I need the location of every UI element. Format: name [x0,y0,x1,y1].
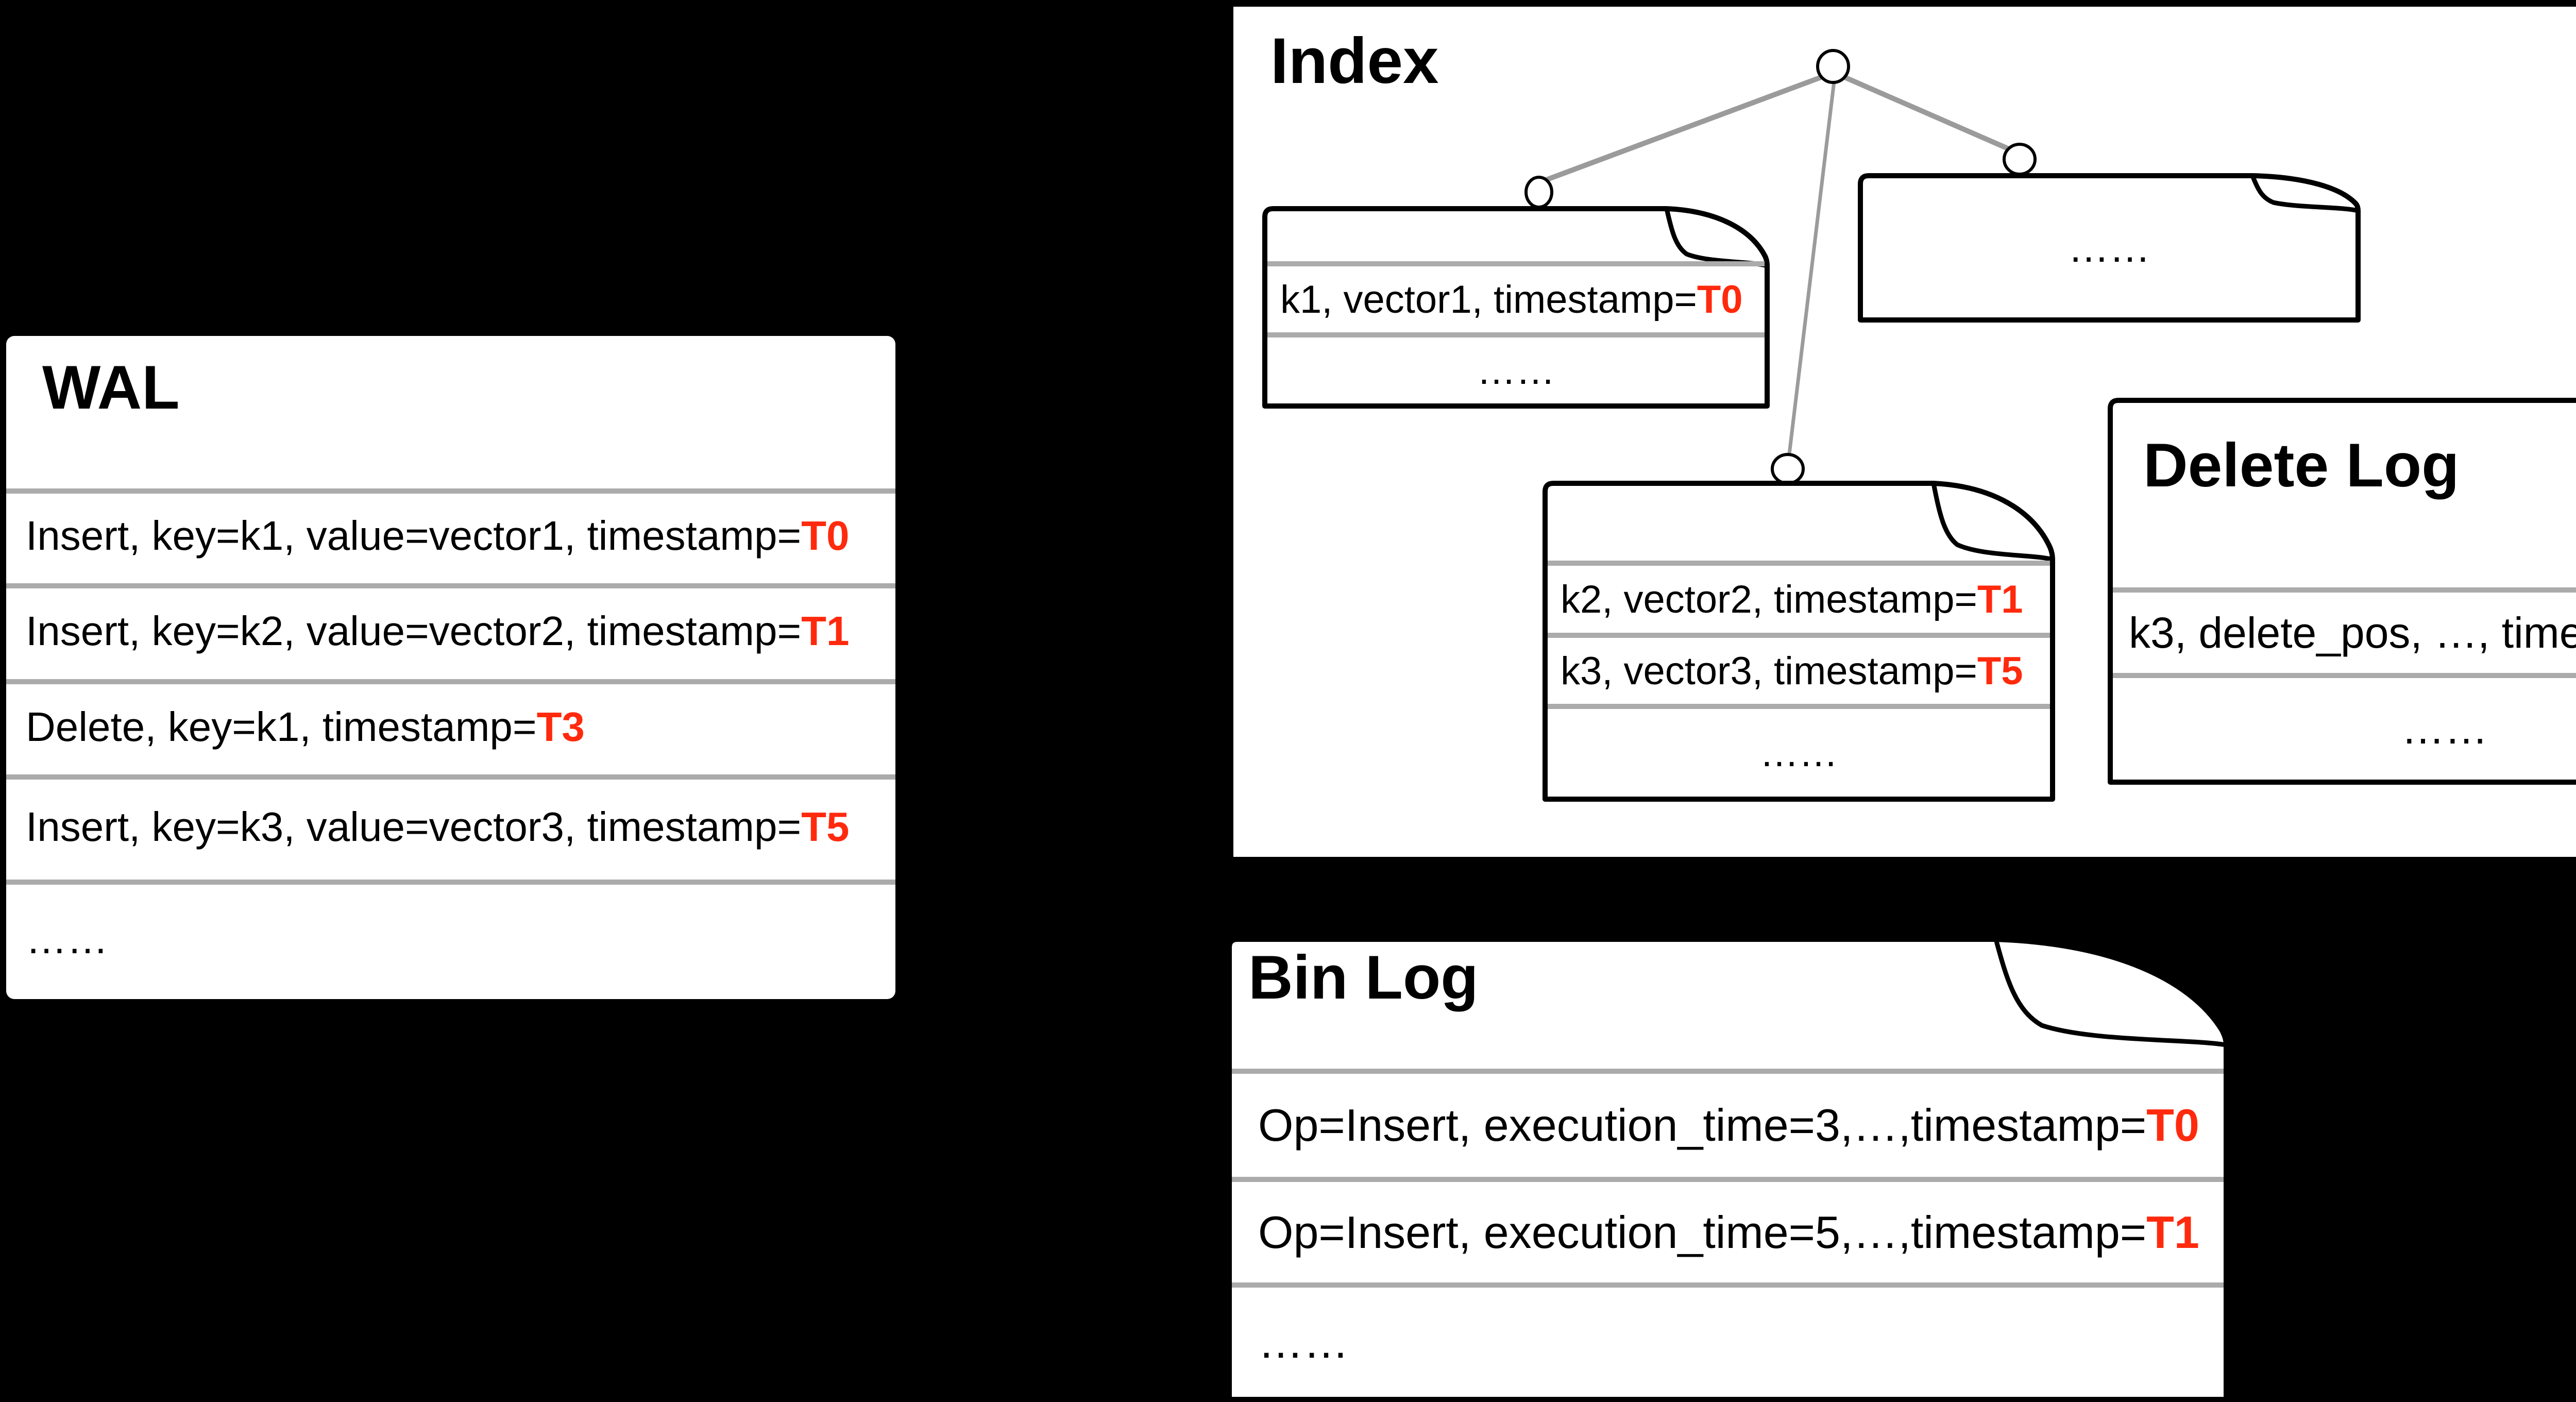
segment-entry-ellipsis: …… [1265,335,1767,406]
segment-entry: k2, vector2, timestamp=T1 [1545,563,2053,635]
document-shape [1543,481,2055,802]
ellipsis-text: …… [2068,225,2150,271]
document-shape [2108,398,2576,785]
segment-entry: k1, vector1, timestamp=T0 [1265,264,1767,335]
ellipsis-text: …… [1477,348,1555,393]
ellipsis-text: …… [1258,1316,1349,1367]
log-entry-text: Insert, key=k1, value=vector1, timestamp… [26,513,802,559]
entry-text: k3, delete_pos, …, timestamp= [2129,608,2576,657]
segment-entry-ellipsis: …… [1860,176,2358,320]
document-shape [1227,937,2229,1402]
timestamp-value: T1 [1977,577,2023,621]
bin-log-card: Bin Log Op=Insert, execution_time=3,…,ti… [1227,937,2229,1402]
wal-log-entry: Delete, key=k1, timestamp=T3 [6,679,895,774]
ellipsis-text: …… [2401,704,2488,753]
divider [6,774,895,780]
segment-entry-ellipsis: …… [1545,706,2053,799]
divider [6,880,895,885]
delete-log-entry-ellipsis: …… [2110,675,2576,782]
ellipsis-text: …… [26,916,108,962]
timestamp-value: T5 [801,804,850,850]
delete-log-entry: k3, delete_pos, …, timestamp=T3 [2110,590,2576,675]
wal-log-entry: Insert, key=k1, value=vector1, timestamp… [6,488,895,583]
wal-title: WAL [42,353,180,422]
bin-log-title: Bin Log [1248,943,1479,1012]
index-segment-more: …… [1858,173,2361,323]
delete-log-card: Delete Log k3, delete_pos, …, timestamp=… [2108,398,2576,785]
entry-text: Op=Insert, execution_time=5,…,timestamp= [1258,1206,2147,1258]
timestamp-value: T1 [801,608,850,654]
segment-entry: k3, vector3, timestamp=T5 [1545,635,2053,706]
index-title: Index [1270,25,1439,97]
timestamp-value: T0 [2146,1100,2199,1151]
log-entry-text: Insert, key=k3, value=vector3, timestamp… [26,804,802,850]
bin-log-entry-ellipsis: …… [1229,1285,2226,1399]
wal-log-entry-ellipsis: …… [6,880,895,999]
entry-text: k3, vector3, timestamp= [1561,649,1977,693]
log-entry-text: Delete, key=k1, timestamp= [26,703,537,750]
delete-log-title: Delete Log [2143,431,2460,500]
divider [6,583,895,588]
ellipsis-text: …… [1759,731,1838,775]
divider [6,679,895,684]
entry-text: k2, vector2, timestamp= [1561,577,1977,621]
log-entry-text: Insert, key=k2, value=vector2, timestamp… [26,608,802,654]
timestamp-value: T1 [2146,1206,2199,1258]
timestamp-value: T3 [536,703,585,750]
bin-log-entry: Op=Insert, execution_time=5,…,timestamp=… [1229,1179,2226,1285]
entry-text: k1, vector1, timestamp= [1280,277,1697,322]
timestamp-value: T0 [801,513,850,559]
timestamp-value: T5 [1977,649,2023,693]
timestamp-value: T0 [1697,277,1743,322]
document-shape [1858,173,2361,323]
bin-log-entry: Op=Insert, execution_time=3,…,timestamp=… [1229,1071,2226,1179]
document-shape [1262,206,1770,409]
index-segment-k2k3: k2, vector2, timestamp=T1 k3, vector3, t… [1543,481,2055,802]
wal-log-entry: Insert, key=k3, value=vector3, timestamp… [6,774,895,880]
wal-log-entry: Insert, key=k2, value=vector2, timestamp… [6,583,895,679]
divider [6,488,895,494]
index-segment-k1: k1, vector1, timestamp=T0 …… [1262,206,1770,409]
entry-text: Op=Insert, execution_time=3,…,timestamp= [1258,1100,2147,1151]
wal-card: WAL Insert, key=k1, value=vector1, times… [6,336,895,999]
